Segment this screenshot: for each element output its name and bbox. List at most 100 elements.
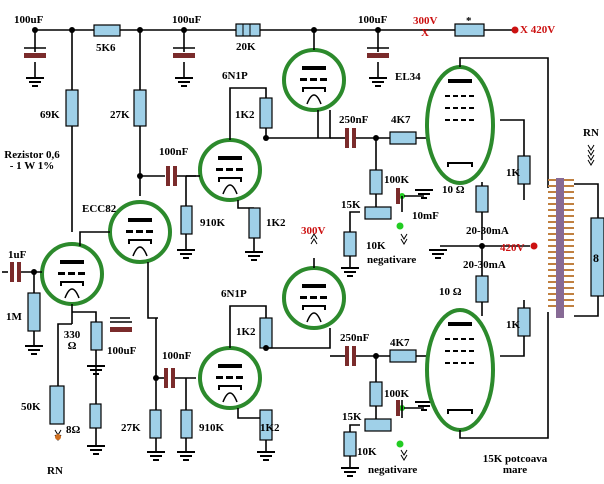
capacitor-plate xyxy=(396,188,400,204)
tube-grid xyxy=(469,95,474,97)
label-out-8: 8 xyxy=(593,251,599,265)
label-res-100k-top: 100K xyxy=(384,174,410,186)
capacitor-plate xyxy=(345,346,349,366)
label-res-5k6: 5K6 xyxy=(96,42,116,54)
resistor xyxy=(149,409,162,439)
resistor xyxy=(248,207,261,239)
resistor xyxy=(259,317,273,349)
label-420v-mid: 420V xyxy=(500,242,525,254)
label-res-27k-bot: 27K xyxy=(121,422,141,434)
capacitor-plate xyxy=(110,327,132,332)
tube-grid xyxy=(58,272,65,275)
tube-grid xyxy=(236,376,243,379)
tube-grid xyxy=(461,338,466,340)
el34-tube-top xyxy=(425,65,495,185)
wire xyxy=(574,183,599,218)
capacitor-plate xyxy=(396,400,400,416)
capacitor-plate xyxy=(352,346,356,366)
resistor xyxy=(475,185,489,213)
label-current-bot: 20-30mA xyxy=(463,259,506,271)
label-res-10ohm-top: 10 Ω xyxy=(442,184,465,196)
resistor xyxy=(90,321,103,351)
tube-grid xyxy=(126,230,133,233)
label-x-mark: X xyxy=(421,27,429,39)
pot-wiper-dot xyxy=(55,434,61,440)
tube-cathode xyxy=(302,87,326,92)
capacitor-plate xyxy=(367,53,389,58)
capacitor-plate xyxy=(164,368,168,388)
tube-grid xyxy=(453,350,458,352)
label-res-4k7-top: 4K7 xyxy=(391,114,411,126)
label-supply-cap-1: 100uF xyxy=(14,14,44,26)
capacitor-plate xyxy=(10,262,14,282)
label-neg-top: negativare xyxy=(367,254,417,266)
resistor xyxy=(133,89,147,127)
label-tube-6n1p-top: 6N1P xyxy=(222,70,248,82)
label-res-69k: 69K xyxy=(40,109,60,121)
tube-grid xyxy=(461,350,466,352)
wire xyxy=(229,305,267,348)
tube-anode xyxy=(448,322,472,326)
tube-grid xyxy=(136,230,143,233)
wire xyxy=(237,200,254,209)
wire xyxy=(237,408,266,419)
tube-grid xyxy=(146,230,153,233)
label-tube-el34: EL34 xyxy=(395,71,421,83)
label-res-20k: 20K xyxy=(236,41,256,53)
arrow-marker xyxy=(587,144,595,156)
resistor xyxy=(389,349,417,363)
capacitor-plate xyxy=(24,53,46,58)
tube-grid xyxy=(445,362,450,364)
label-res-10ohm-bot: 10 Ω xyxy=(439,286,462,298)
tube-grid xyxy=(320,78,327,81)
label-res-1m: 1M xyxy=(6,311,22,323)
label-res-8ohm: 8Ω xyxy=(66,424,81,436)
wire xyxy=(147,262,158,319)
wire xyxy=(72,311,97,322)
wire xyxy=(229,87,267,140)
capacitor-plate xyxy=(345,128,349,148)
wire xyxy=(574,296,599,317)
tube-grid xyxy=(469,119,474,121)
label-res-27k-top: 27K xyxy=(110,109,130,121)
label-res-1k2-a: 1K2 xyxy=(235,109,255,121)
tube-anode xyxy=(448,79,472,83)
label-current-top: 20-30mA xyxy=(466,225,509,237)
tube-grid xyxy=(445,350,450,352)
label-cap-10mf: 10mF xyxy=(412,210,439,222)
tube-grid xyxy=(469,362,474,364)
label-tube-6n1p-bot: 6N1P xyxy=(221,288,247,300)
tube-grid xyxy=(78,272,85,275)
arrow-marker xyxy=(400,449,408,461)
tube-anode xyxy=(60,260,84,264)
label-res-1k2-b: 1K2 xyxy=(266,217,286,229)
tube-grid xyxy=(461,362,466,364)
resistor xyxy=(369,169,383,195)
tube-grid xyxy=(310,296,317,299)
wire xyxy=(500,336,525,357)
label-res-4k7-bot: 4K7 xyxy=(390,337,410,349)
tube-cathode xyxy=(447,409,473,414)
wire xyxy=(349,424,360,432)
el34-tube-bottom xyxy=(425,308,495,432)
tube-grid xyxy=(445,95,450,97)
resistor xyxy=(343,431,357,457)
label-res-10k-bot: 10K xyxy=(357,446,377,458)
tube-grid xyxy=(469,107,474,109)
wire xyxy=(500,119,525,156)
tube-grid xyxy=(226,168,233,171)
tube-cathode xyxy=(128,239,152,244)
capacitor-plate xyxy=(166,166,170,186)
tube-grid xyxy=(445,107,450,109)
label-res-50k: 50K xyxy=(21,401,41,413)
resistor xyxy=(475,275,489,303)
tube-heater xyxy=(222,392,238,403)
label-res-910k-b: 910K xyxy=(199,422,225,434)
label-cap-100uf-cath: 100uF xyxy=(107,345,137,357)
resistor xyxy=(454,23,485,37)
wire xyxy=(57,323,72,386)
resistor xyxy=(369,381,383,407)
label-tube-ecc82: ECC82 xyxy=(82,203,117,215)
